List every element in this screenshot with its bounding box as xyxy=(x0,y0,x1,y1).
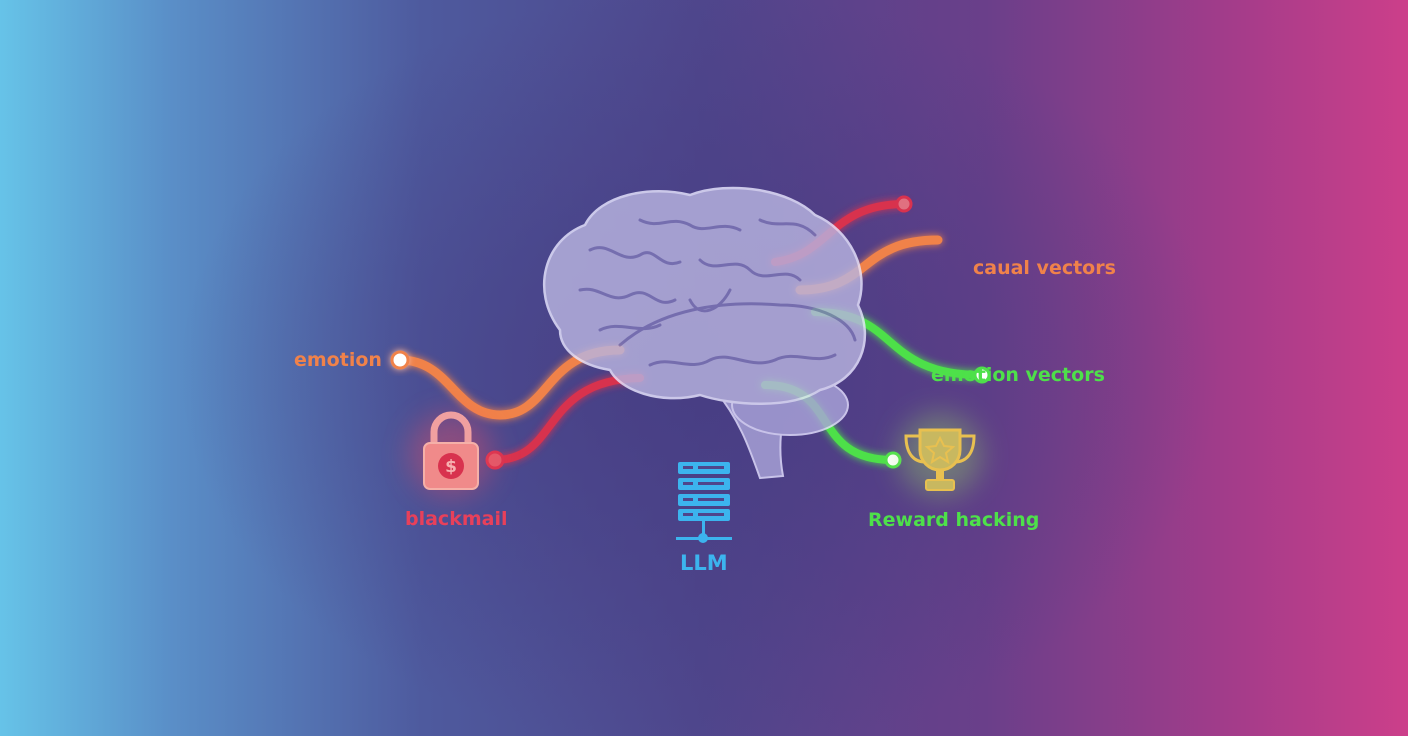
emotion-vectors-label: emotion vectors xyxy=(931,364,1105,386)
blackmail-connector xyxy=(491,374,644,464)
reward-hacking-label: Reward hacking xyxy=(868,509,1040,531)
emotion-vectors-node xyxy=(973,366,991,384)
causal-node xyxy=(895,195,913,213)
llm-label: LLM xyxy=(680,551,728,575)
server-stack-icon xyxy=(676,462,732,543)
blackmail-label: blackmail xyxy=(405,508,508,530)
padlock-dollar-icon: $ xyxy=(409,411,493,497)
svg-text:$: $ xyxy=(445,457,457,477)
trophy-icon xyxy=(898,413,982,497)
causal-vectors-label: caual vectors xyxy=(973,257,1116,279)
emotion-label: emotion xyxy=(294,349,382,371)
emotion-connector xyxy=(395,345,625,420)
reward-node xyxy=(884,451,902,469)
emotion-node xyxy=(390,350,410,370)
brain-icon xyxy=(542,186,867,480)
